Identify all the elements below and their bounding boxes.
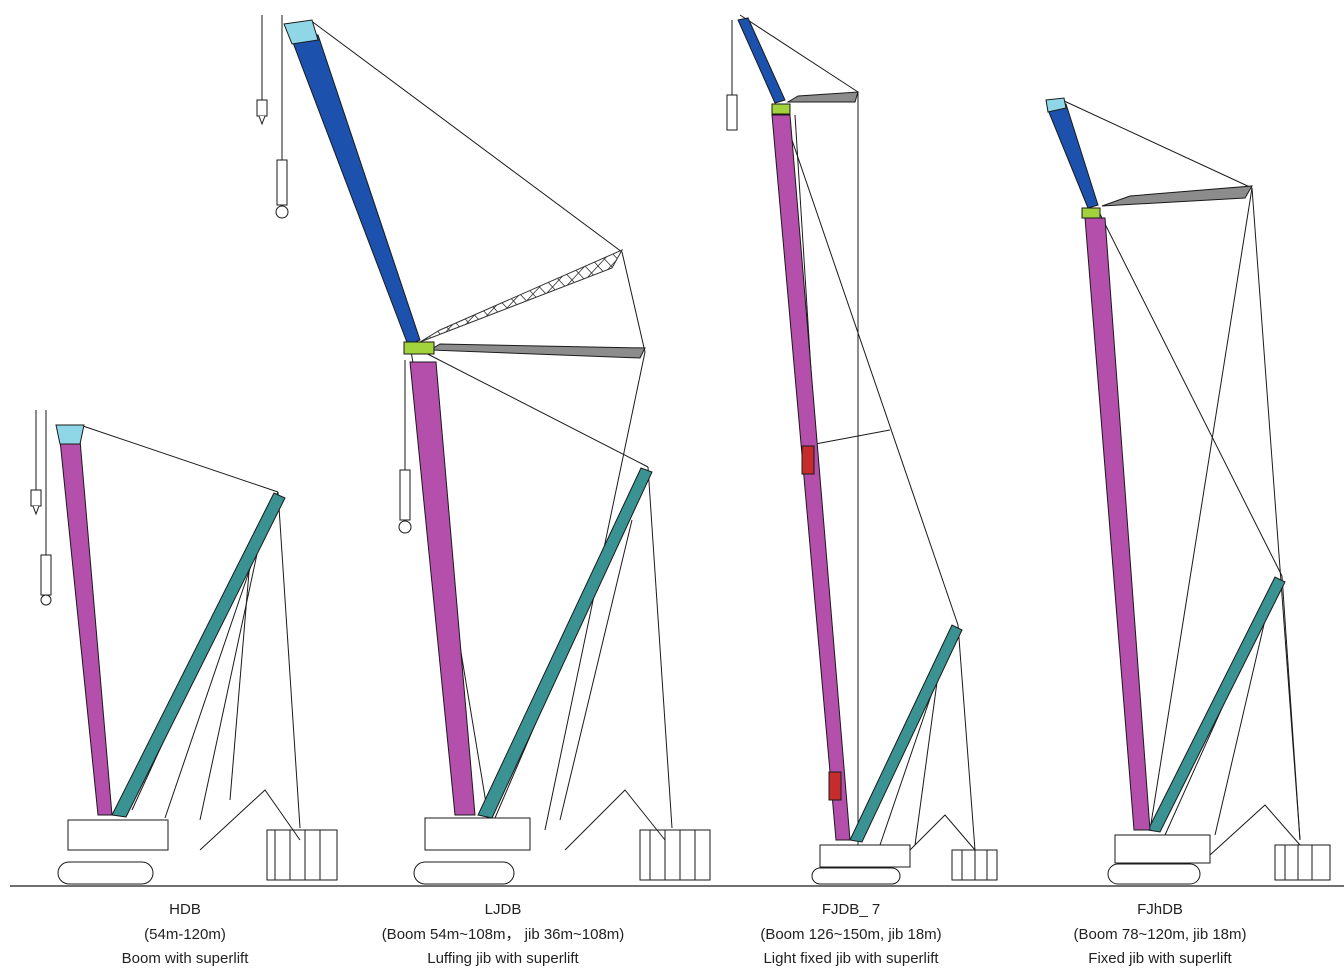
boom-joint: [801, 445, 815, 475]
crawler-track: [1107, 863, 1201, 885]
caption-fjhdb: FJhDB (Boom 78~120m, jib 18m) Fixed jib …: [995, 898, 1325, 972]
pendant-line: [1149, 187, 1253, 831]
pendant-line: [1061, 99, 1253, 189]
hook-block-icon: [30, 489, 42, 516]
pendant-line: [559, 519, 633, 821]
crane-fjhdb: [1045, 97, 1331, 885]
main-boom: [409, 361, 476, 816]
jib-strut: [1101, 185, 1253, 207]
caption-description: Light fixed jib with superlift: [763, 950, 939, 967]
superlift-tray: [1274, 844, 1331, 881]
boom-joint: [828, 771, 842, 801]
superstructure: [819, 844, 911, 868]
pendant-line: [277, 491, 301, 829]
crane-fjdb-7: [726, 14, 998, 885]
main-boom: [1084, 217, 1151, 831]
crawler-track: [413, 861, 515, 885]
superlift-tray: [266, 829, 338, 881]
caption-range: (54m-120m): [144, 925, 226, 943]
caption-description: Luffing jib with superlift: [427, 950, 579, 967]
superlift-mast: [477, 467, 653, 819]
jib-strut: [428, 343, 646, 359]
pendant-line: [957, 624, 976, 851]
pendant-line: [809, 429, 891, 446]
jib-hinge: [403, 341, 435, 355]
caption-code: FJhDB: [1137, 901, 1183, 918]
pendant-line: [779, 104, 959, 626]
jib-hinge: [1081, 207, 1101, 219]
pendant-line: [1214, 619, 1266, 836]
pendant-line: [309, 19, 623, 253]
hook-block-icon: [398, 469, 412, 534]
caption-code: HDB: [169, 901, 201, 918]
hook-block-icon: [726, 94, 738, 131]
caption-code: FJDB_ 7: [821, 901, 881, 918]
hook-block-icon: [256, 99, 268, 126]
pendant-line: [914, 659, 941, 846]
crane-ljdb: [256, 15, 711, 885]
superlift-tray: [639, 829, 711, 881]
boom-head: [55, 424, 85, 445]
pendant-line: [229, 559, 251, 801]
counterweight-frame: [564, 789, 666, 851]
pendant-line: [1251, 187, 1301, 841]
superlift-mast: [1147, 576, 1286, 833]
superlift-mast: [111, 492, 286, 818]
counterweight-frame: [1209, 804, 1301, 856]
luffing-jib: [291, 34, 421, 346]
hook-block-icon: [275, 159, 289, 219]
pendant-line: [199, 539, 261, 821]
caption-description: Fixed jib with superlift: [1088, 950, 1232, 967]
pendant-line: [621, 251, 646, 353]
caption-code: LJDB: [484, 901, 522, 918]
main-boom: [59, 439, 113, 816]
caption-range: (Boom 54m~108m， jib 36m~108m): [381, 925, 625, 943]
jib-head: [1045, 97, 1067, 113]
superstructure: [1114, 834, 1211, 864]
caption-ljdb: LJDB (Boom 54m~108m， jib 36m~108m) Luffi…: [338, 898, 668, 972]
crane-hdb: [30, 410, 338, 885]
fixed-jib: [1047, 103, 1099, 209]
pendant-line: [647, 466, 673, 829]
caption-hdb: HDB (54m-120m) Boom with superlift: [20, 898, 350, 972]
hook-block-icon: [40, 554, 52, 606]
superstructure: [67, 819, 169, 851]
superstructure: [424, 817, 531, 851]
jib-head: [283, 19, 319, 45]
crawler-track: [57, 861, 154, 885]
pendant-line: [739, 14, 859, 93]
pendant-line: [79, 424, 279, 493]
jib-strut: [419, 248, 624, 343]
fixed-jib: [737, 17, 786, 104]
superlift-mast: [849, 624, 963, 843]
jib-strut: [786, 91, 859, 103]
pendant-line: [409, 344, 649, 468]
crawler-track: [811, 867, 901, 885]
caption-fjdb-7: FJDB_ 7 (Boom 126~150m, jib 18m) Light f…: [686, 898, 1016, 972]
counterweight-frame: [899, 814, 976, 861]
main-boom: [771, 114, 851, 841]
superlift-tray: [951, 849, 998, 881]
caption-range: (Boom 126~150m, jib 18m): [760, 925, 942, 943]
pendant-line: [1281, 575, 1301, 841]
caption-description: Boom with superlift: [121, 950, 249, 967]
jib-hinge: [771, 103, 791, 115]
caption-range: (Boom 78~120m, jib 18m): [1073, 925, 1247, 943]
pendant-line: [1097, 209, 1283, 577]
counterweight-frame: [199, 789, 301, 851]
